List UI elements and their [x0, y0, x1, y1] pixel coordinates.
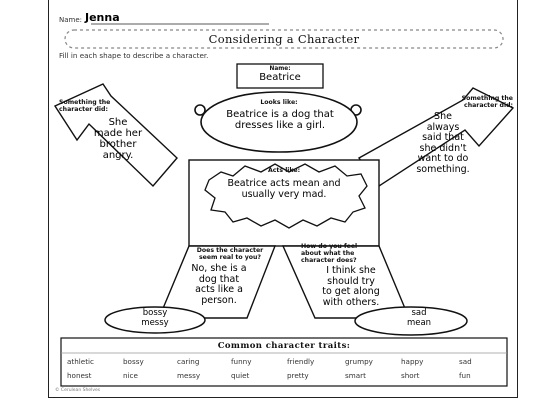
name-box-label: Name: — [269, 66, 291, 72]
trait-word: sad — [459, 357, 472, 366]
feel-line: with others. — [322, 296, 380, 308]
left-oval-line: bossy — [142, 308, 168, 318]
feel-label: How do you feel about what the character… — [301, 243, 381, 264]
did-left-line: brother — [99, 139, 137, 150]
did-right-line: always — [426, 121, 460, 133]
worksheet: Name: Jenna Considering a Character Fill… — [48, 0, 518, 398]
did-right-line: She — [434, 111, 452, 122]
trait-word: fun — [459, 371, 471, 380]
worksheet-shapes — [53, 23, 515, 387]
character-name: Beatrice — [259, 72, 301, 83]
feel-label-line: about what the — [301, 249, 355, 257]
left-foot-oval — [104, 306, 206, 334]
trait-word: happy — [401, 357, 424, 366]
feel-label-line: character does? — [301, 256, 357, 264]
did-right-label: Something the character did: — [451, 95, 513, 110]
trait-word: quiet — [231, 371, 250, 380]
traits-box — [60, 337, 508, 387]
seem-real-answer: No, she is a dog that acts like a person… — [177, 263, 261, 306]
right-oval-line: mean — [406, 317, 432, 328]
trait-word: smart — [345, 371, 366, 380]
did-left-line: angry. — [102, 150, 134, 161]
feel-line: should try — [327, 275, 375, 287]
feel-line: I think she — [326, 265, 376, 276]
left-leg — [157, 245, 277, 319]
looks-like-answer: Beatrice is a dog that dresses like a gi… — [205, 109, 355, 131]
right-oval-line: sad — [411, 308, 427, 318]
left-ear — [194, 104, 206, 116]
acts-like-burst — [204, 163, 368, 229]
page-title: Considering a Character — [208, 32, 360, 46]
footer-credit: © Cerulean Shelves — [55, 388, 101, 393]
feel-label-line: How do you feel — [301, 243, 358, 250]
right-oval-answer: sad mean — [383, 308, 455, 328]
did-left-label-line: Something the — [59, 99, 111, 106]
did-left-line: made her — [93, 128, 143, 139]
acts-like-label: Acts like: — [267, 167, 301, 174]
trait-word: bossy — [123, 357, 144, 366]
seem-real-label-line: seem real to you? — [198, 253, 262, 261]
trait-word: funny — [231, 357, 252, 366]
seem-real-line: No, she is a — [191, 263, 247, 274]
head-oval — [200, 91, 358, 153]
looks-like-line: dresses like a girl. — [234, 120, 326, 131]
did-left-label-line: character did: — [59, 105, 108, 113]
student-name: Jenna — [85, 11, 120, 24]
did-right-answer: She always said that she didn't want to … — [395, 111, 491, 175]
did-right-label-line: character did: — [464, 101, 513, 109]
acts-like-line: usually very mad. — [241, 189, 327, 200]
seem-real-label: Does the character seem real to you? — [185, 247, 275, 262]
seem-real-line: dog that — [198, 273, 240, 285]
trait-word: grumpy — [345, 357, 373, 366]
name-label: Name: — [59, 16, 83, 24]
trait-word: nice — [123, 371, 138, 380]
trait-word: messy — [177, 371, 201, 380]
right-foot-oval — [354, 306, 468, 336]
seem-real-label-line: Does the character — [196, 247, 264, 254]
left-arrow — [53, 83, 178, 188]
feel-answer: I think she should try to get along with… — [301, 265, 401, 308]
trait-word: pretty — [287, 371, 309, 380]
acts-like-line: Beatrice acts mean and — [227, 178, 341, 189]
left-oval-line: messy — [141, 317, 169, 328]
trait-word: athletic — [67, 357, 94, 366]
left-oval-answer: bossy messy — [119, 308, 191, 328]
looks-like-line: Beatrice is a dog that — [226, 109, 334, 120]
name-box — [236, 63, 324, 89]
did-right-line: she didn't — [419, 142, 467, 154]
trait-word: honest — [67, 371, 92, 380]
did-right-line: said that — [422, 132, 464, 143]
looks-like-label: Looks like: — [260, 99, 298, 106]
acts-like-answer: Beatrice acts mean and usually very mad. — [209, 178, 359, 200]
traits-title: Common character traits: — [217, 341, 351, 351]
feel-line: to get along — [322, 286, 380, 297]
did-right-label-line: Something the — [461, 95, 513, 102]
did-right-line: want to do — [417, 153, 469, 164]
trait-word: short — [401, 371, 420, 380]
seem-real-line: person. — [201, 294, 237, 306]
did-left-label: Something the character did: — [59, 99, 121, 114]
did-left-answer: She made her brother angry. — [73, 117, 163, 161]
trait-word: friendly — [287, 357, 315, 366]
did-left-line: She — [108, 117, 128, 128]
title-banner — [64, 29, 504, 49]
did-right-line: something. — [416, 163, 470, 175]
trait-word: caring — [177, 357, 200, 366]
instruction: Fill in each shape to describe a charact… — [59, 51, 209, 60]
seem-real-line: acts like a — [195, 284, 243, 295]
